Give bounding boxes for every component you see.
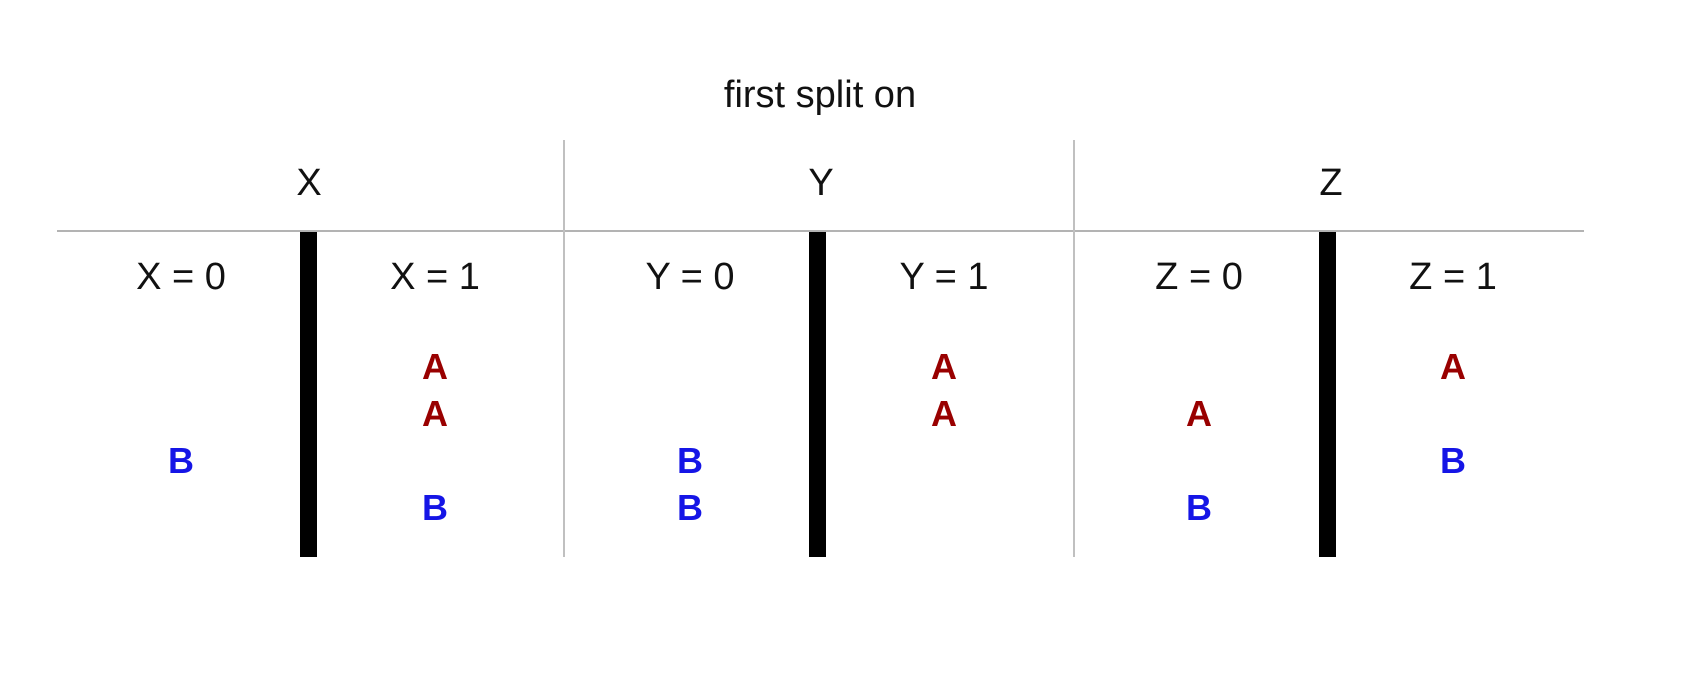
label-y-0: Y = 0 <box>645 256 735 298</box>
label-x-1: X = 1 <box>390 256 480 298</box>
diagram-title: first split on <box>723 74 917 116</box>
header-y: Y <box>808 162 834 204</box>
label-y-1: Y = 1 <box>899 256 989 298</box>
item-y1-1: A <box>931 346 957 387</box>
split-bar-z <box>1319 232 1336 557</box>
item-z1-2: B <box>1440 440 1466 481</box>
column-divider-x-y <box>563 140 565 557</box>
item-x1-3: B <box>422 487 448 528</box>
split-bar-y <box>809 232 826 557</box>
item-x1-2: A <box>422 393 448 434</box>
item-z1-1: A <box>1440 346 1466 387</box>
item-y0-1: B <box>677 440 703 481</box>
split-bar-x <box>300 232 317 557</box>
label-x-0: X = 0 <box>136 256 226 298</box>
item-y1-2: A <box>931 393 957 434</box>
item-z0-1: A <box>1186 393 1212 434</box>
item-z0-2: B <box>1186 487 1212 528</box>
column-divider-y-z <box>1073 140 1075 557</box>
header-divider <box>57 230 1584 232</box>
item-y0-2: B <box>677 487 703 528</box>
label-z-0: Z = 0 <box>1155 256 1243 298</box>
item-x1-1: A <box>422 346 448 387</box>
item-x0-1: B <box>168 440 194 481</box>
header-x: X <box>296 162 322 204</box>
label-z-1: Z = 1 <box>1409 256 1497 298</box>
header-z: Z <box>1319 162 1343 204</box>
